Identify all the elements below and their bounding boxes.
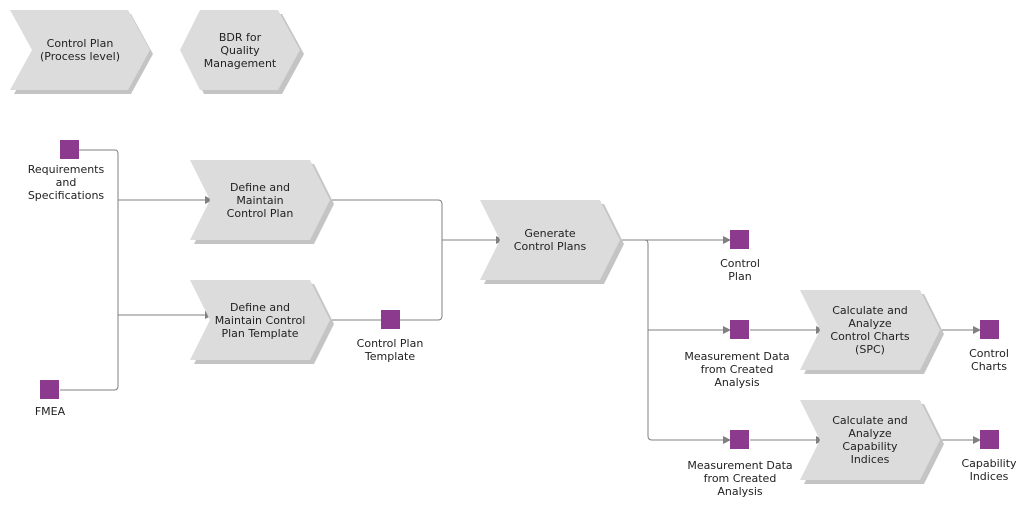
template-label: Control Plan Template	[356, 337, 424, 363]
generate-control-plans-shape[interactable]	[480, 200, 624, 284]
fmea-label: FMEA	[34, 405, 66, 418]
connector-requirements	[60, 149, 119, 391]
measurement-label-2: Measurement Data from Created Analysis	[687, 459, 793, 498]
measurement-object-2[interactable]	[730, 430, 749, 449]
connector-branch-down	[644, 239, 731, 444]
control-charts-object[interactable]	[980, 320, 999, 339]
measurement-label-1: Measurement Data from Created Analysis	[684, 350, 790, 389]
define-control-plan-shape[interactable]	[190, 160, 334, 244]
process-level-shape[interactable]	[10, 10, 153, 94]
define-template-shape[interactable]	[190, 280, 334, 364]
fmea-object[interactable]	[40, 380, 59, 399]
control-plan-object[interactable]	[730, 230, 749, 249]
define-control-plan-label: Define and Maintain Control Plan	[226, 180, 294, 220]
template-object[interactable]	[381, 310, 400, 329]
generate-control-plans-label: Generate Control Plans	[513, 227, 587, 253]
requirements-object[interactable]	[60, 140, 79, 159]
bdr-shape[interactable]	[180, 10, 304, 94]
capability-indices-label: Capability Indices	[961, 457, 1017, 483]
control-charts-label: Control Charts	[969, 347, 1009, 373]
connector-merge	[332, 199, 443, 321]
capability-function-label: Calculate and Analyze Capability Indices	[832, 414, 908, 466]
control-charts-function-label: Calculate and Analyze Control Charts (SP…	[830, 304, 910, 356]
connectors	[60, 149, 981, 444]
measurement-object-1[interactable]	[730, 320, 749, 339]
requirements-label: Requirements and Specifications	[27, 163, 105, 202]
capability-indices-object[interactable]	[980, 430, 999, 449]
control-plan-label: Control Plan	[720, 257, 760, 283]
define-template-label: Define and Maintain Control Plan Templat…	[214, 300, 306, 340]
bdr-label: BDR for Quality Management	[203, 30, 277, 70]
process-level-label: Control Plan (Process level)	[40, 37, 120, 63]
capability-function-shape[interactable]	[800, 400, 944, 484]
control-charts-function-shape[interactable]	[800, 290, 944, 374]
